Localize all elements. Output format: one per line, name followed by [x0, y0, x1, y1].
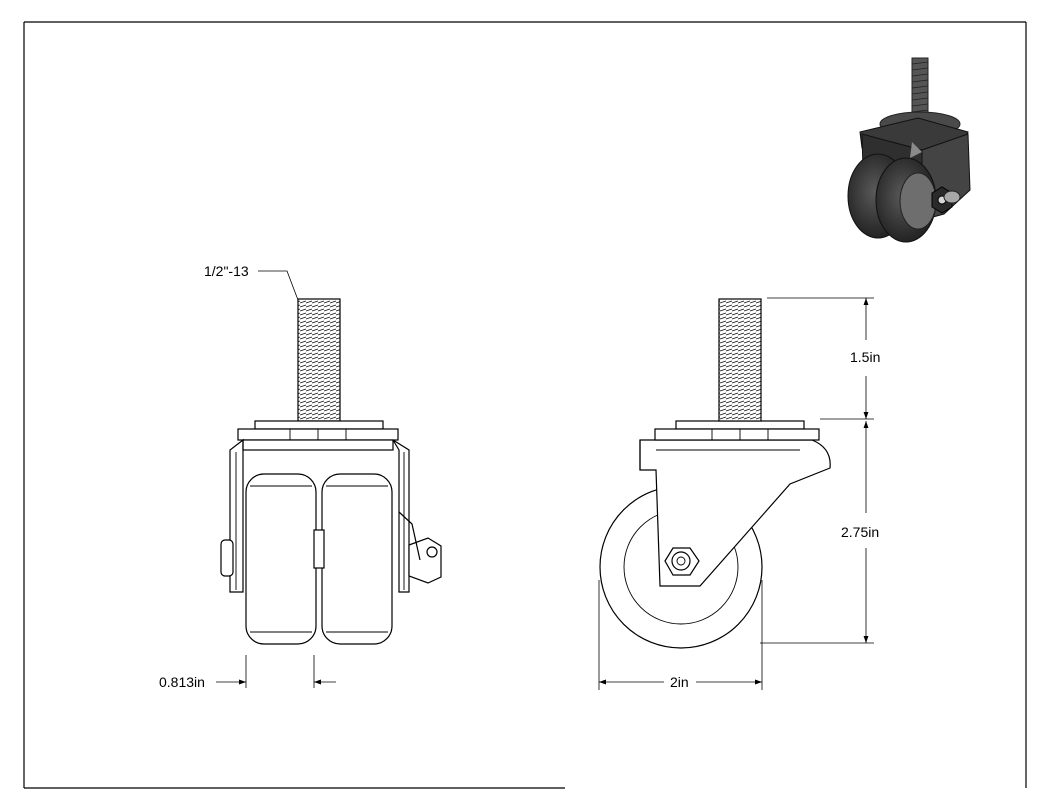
front-view — [220, 298, 442, 645]
wheel-right-front — [321, 473, 393, 645]
thread-spec-label: 1/2"-13 — [204, 263, 249, 279]
overall-height-label: 2.75in — [841, 524, 879, 540]
sheet-border — [23, 21, 1027, 789]
wheel-diameter-label: 2in — [670, 674, 689, 690]
wheel-diameter-dimension: 2in — [598, 580, 763, 690]
overall-height-dimension: 2.75in — [760, 421, 879, 644]
stem-length-dimension: 1.5in — [767, 297, 880, 420]
wheel-left-front — [245, 473, 317, 645]
stem-length-label: 1.5in — [850, 349, 880, 365]
wheel-width-dimension: 0.813in — [159, 655, 336, 690]
isometric-view — [847, 57, 971, 243]
wheel-width-label: 0.813in — [159, 674, 205, 690]
side-view — [599, 298, 831, 649]
thread-callout: 1/2"-13 — [204, 263, 299, 301]
